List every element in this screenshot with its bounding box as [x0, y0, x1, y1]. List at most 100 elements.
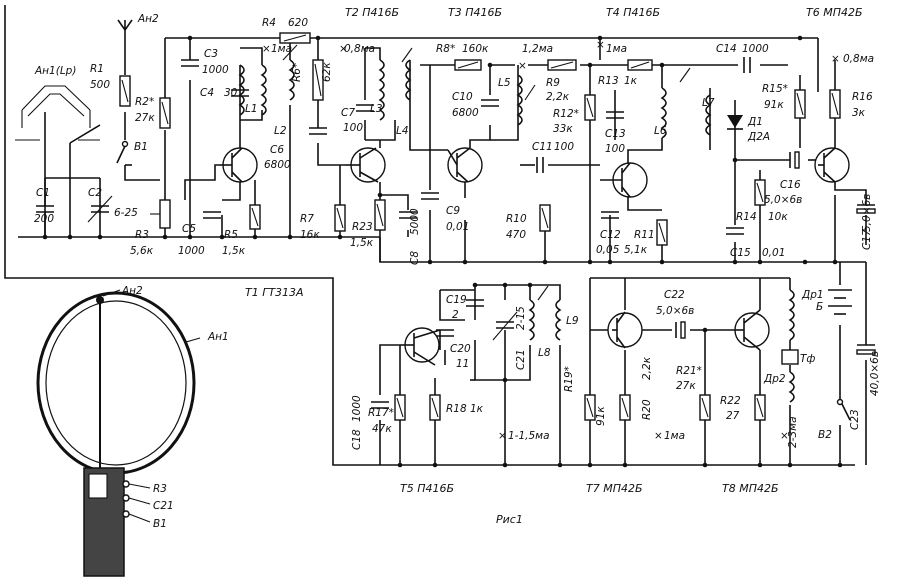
label-t2: T2 П416Б: [345, 6, 399, 19]
svg-text:5,0×6в: 5,0×6в: [656, 305, 694, 317]
choke-dr1: [788, 289, 795, 341]
label-r22: R22: [720, 395, 741, 407]
label-r5: R5: [224, 229, 238, 241]
label-r13: R13: [598, 75, 619, 87]
svg-text:×: ×: [596, 39, 605, 51]
svg-text:×: ×: [498, 430, 507, 442]
resistor-r5: [249, 204, 261, 230]
resistor-r6: [312, 59, 324, 101]
capacitor-c3: [181, 59, 199, 67]
label-c9: C9: [446, 205, 460, 217]
svg-text:×: ×: [654, 430, 663, 442]
capacitor-c23: [856, 344, 876, 355]
switch-b2: [836, 398, 844, 406]
svg-text:62к: 62к: [321, 62, 333, 82]
current-t4: 1ма: [606, 43, 627, 55]
svg-text:100: 100: [343, 122, 363, 134]
svg-text:10к: 10к: [768, 211, 788, 223]
capacitor-c9: [421, 192, 439, 200]
svg-text:1к: 1к: [470, 403, 484, 415]
current-t8: 2-3ма: [787, 416, 799, 448]
resistor-r19: [584, 394, 596, 421]
svg-text:470: 470: [506, 229, 526, 241]
label-t1: T1 ГТ313А: [245, 286, 304, 299]
label-an1-view: Ан1: [207, 331, 229, 343]
svg-text:2,2к: 2,2к: [641, 356, 653, 380]
resistor-r22: [754, 394, 766, 421]
label-r9: R9: [546, 77, 560, 89]
svg-text:500: 500: [90, 79, 110, 91]
resistor-r11: [656, 219, 668, 246]
inductor-l6: [660, 87, 667, 139]
transistor-t4: [600, 162, 648, 198]
svg-text:6800: 6800: [264, 159, 291, 171]
current-t5: 1-1,5ма: [508, 430, 550, 442]
svg-text:2-15: 2-15: [515, 306, 527, 330]
label-battery: Б: [816, 301, 823, 313]
resistor-r12: [584, 94, 596, 121]
label-c1: C1: [36, 187, 50, 199]
svg-text:0,05: 0,05: [596, 244, 620, 256]
transistor-t5: [400, 327, 441, 366]
label-t5: T5 П416Б: [400, 482, 454, 495]
inductor-l9: [555, 299, 562, 341]
label-c8: C8: [409, 251, 421, 265]
svg-text:1000: 1000: [178, 245, 205, 257]
transistor-t8: [734, 278, 770, 351]
label-c13: C13: [605, 128, 626, 140]
capacitor-c7: [356, 104, 374, 112]
current-t1: 1ма: [271, 43, 292, 55]
label-r3: R3: [135, 229, 149, 241]
capacitor-c8: [399, 211, 417, 219]
svg-text:11: 11: [456, 358, 469, 370]
svg-text:1000: 1000: [202, 64, 229, 76]
current-t2: 0,8ма: [344, 43, 375, 55]
housing-label-b1: B1: [153, 518, 167, 530]
svg-text:1000: 1000: [351, 395, 363, 422]
svg-text:16к: 16к: [300, 229, 320, 241]
label-c16: C16: [780, 179, 801, 191]
capacitor-c12: [601, 211, 619, 219]
label-c18: C18: [351, 429, 363, 450]
resistor-symbols: [119, 32, 841, 421]
svg-text:5000: 5000: [409, 208, 421, 235]
misc-symbols: [15, 19, 852, 406]
svg-text:91к: 91к: [764, 99, 784, 111]
capacitor-c6: [309, 127, 327, 135]
label-c23: C23: [849, 409, 861, 430]
battery-b: [828, 289, 852, 315]
resistor-r10: [539, 204, 551, 232]
svg-text:6-25: 6-25: [114, 207, 138, 219]
choke-dr2: [788, 371, 795, 403]
label-d1: Д1: [747, 116, 763, 128]
label-r8: R8*: [436, 43, 455, 55]
svg-text:×: ×: [831, 53, 840, 65]
label-r7: R7: [300, 213, 314, 225]
svg-text:2: 2: [452, 309, 459, 321]
svg-text:33к: 33к: [553, 123, 573, 135]
figure-caption: Рис1: [496, 513, 523, 526]
resistor-r7: [334, 204, 346, 232]
inductor-l1b: [260, 64, 267, 116]
label-c10: C10: [452, 91, 473, 103]
resistor-r8: [454, 59, 482, 71]
label-c3: C3: [204, 48, 218, 60]
label-t3: T3 П416Б: [448, 6, 502, 19]
svg-text:30: 30: [224, 87, 238, 99]
label-an2-view: Ан2: [121, 285, 143, 297]
label-c21: C21: [515, 349, 527, 370]
label-t7: T7 МП42Б: [586, 482, 643, 495]
label-r16: R16: [852, 91, 873, 103]
label-r20: R20: [641, 399, 653, 420]
label-c22: C22: [664, 289, 685, 301]
inductor-l7: [705, 94, 712, 136]
inductor-symbols: [238, 44, 795, 403]
label-l6: L6: [654, 125, 667, 137]
svg-text:40,0×6в: 40,0×6в: [869, 351, 881, 396]
svg-text:91к: 91к: [595, 406, 607, 426]
label-headphone: Тф: [800, 353, 815, 365]
capacitor-c17: [856, 204, 876, 214]
transistor-t6: [814, 147, 850, 183]
svg-text:100: 100: [605, 143, 625, 155]
label-c12: C12: [600, 229, 621, 241]
